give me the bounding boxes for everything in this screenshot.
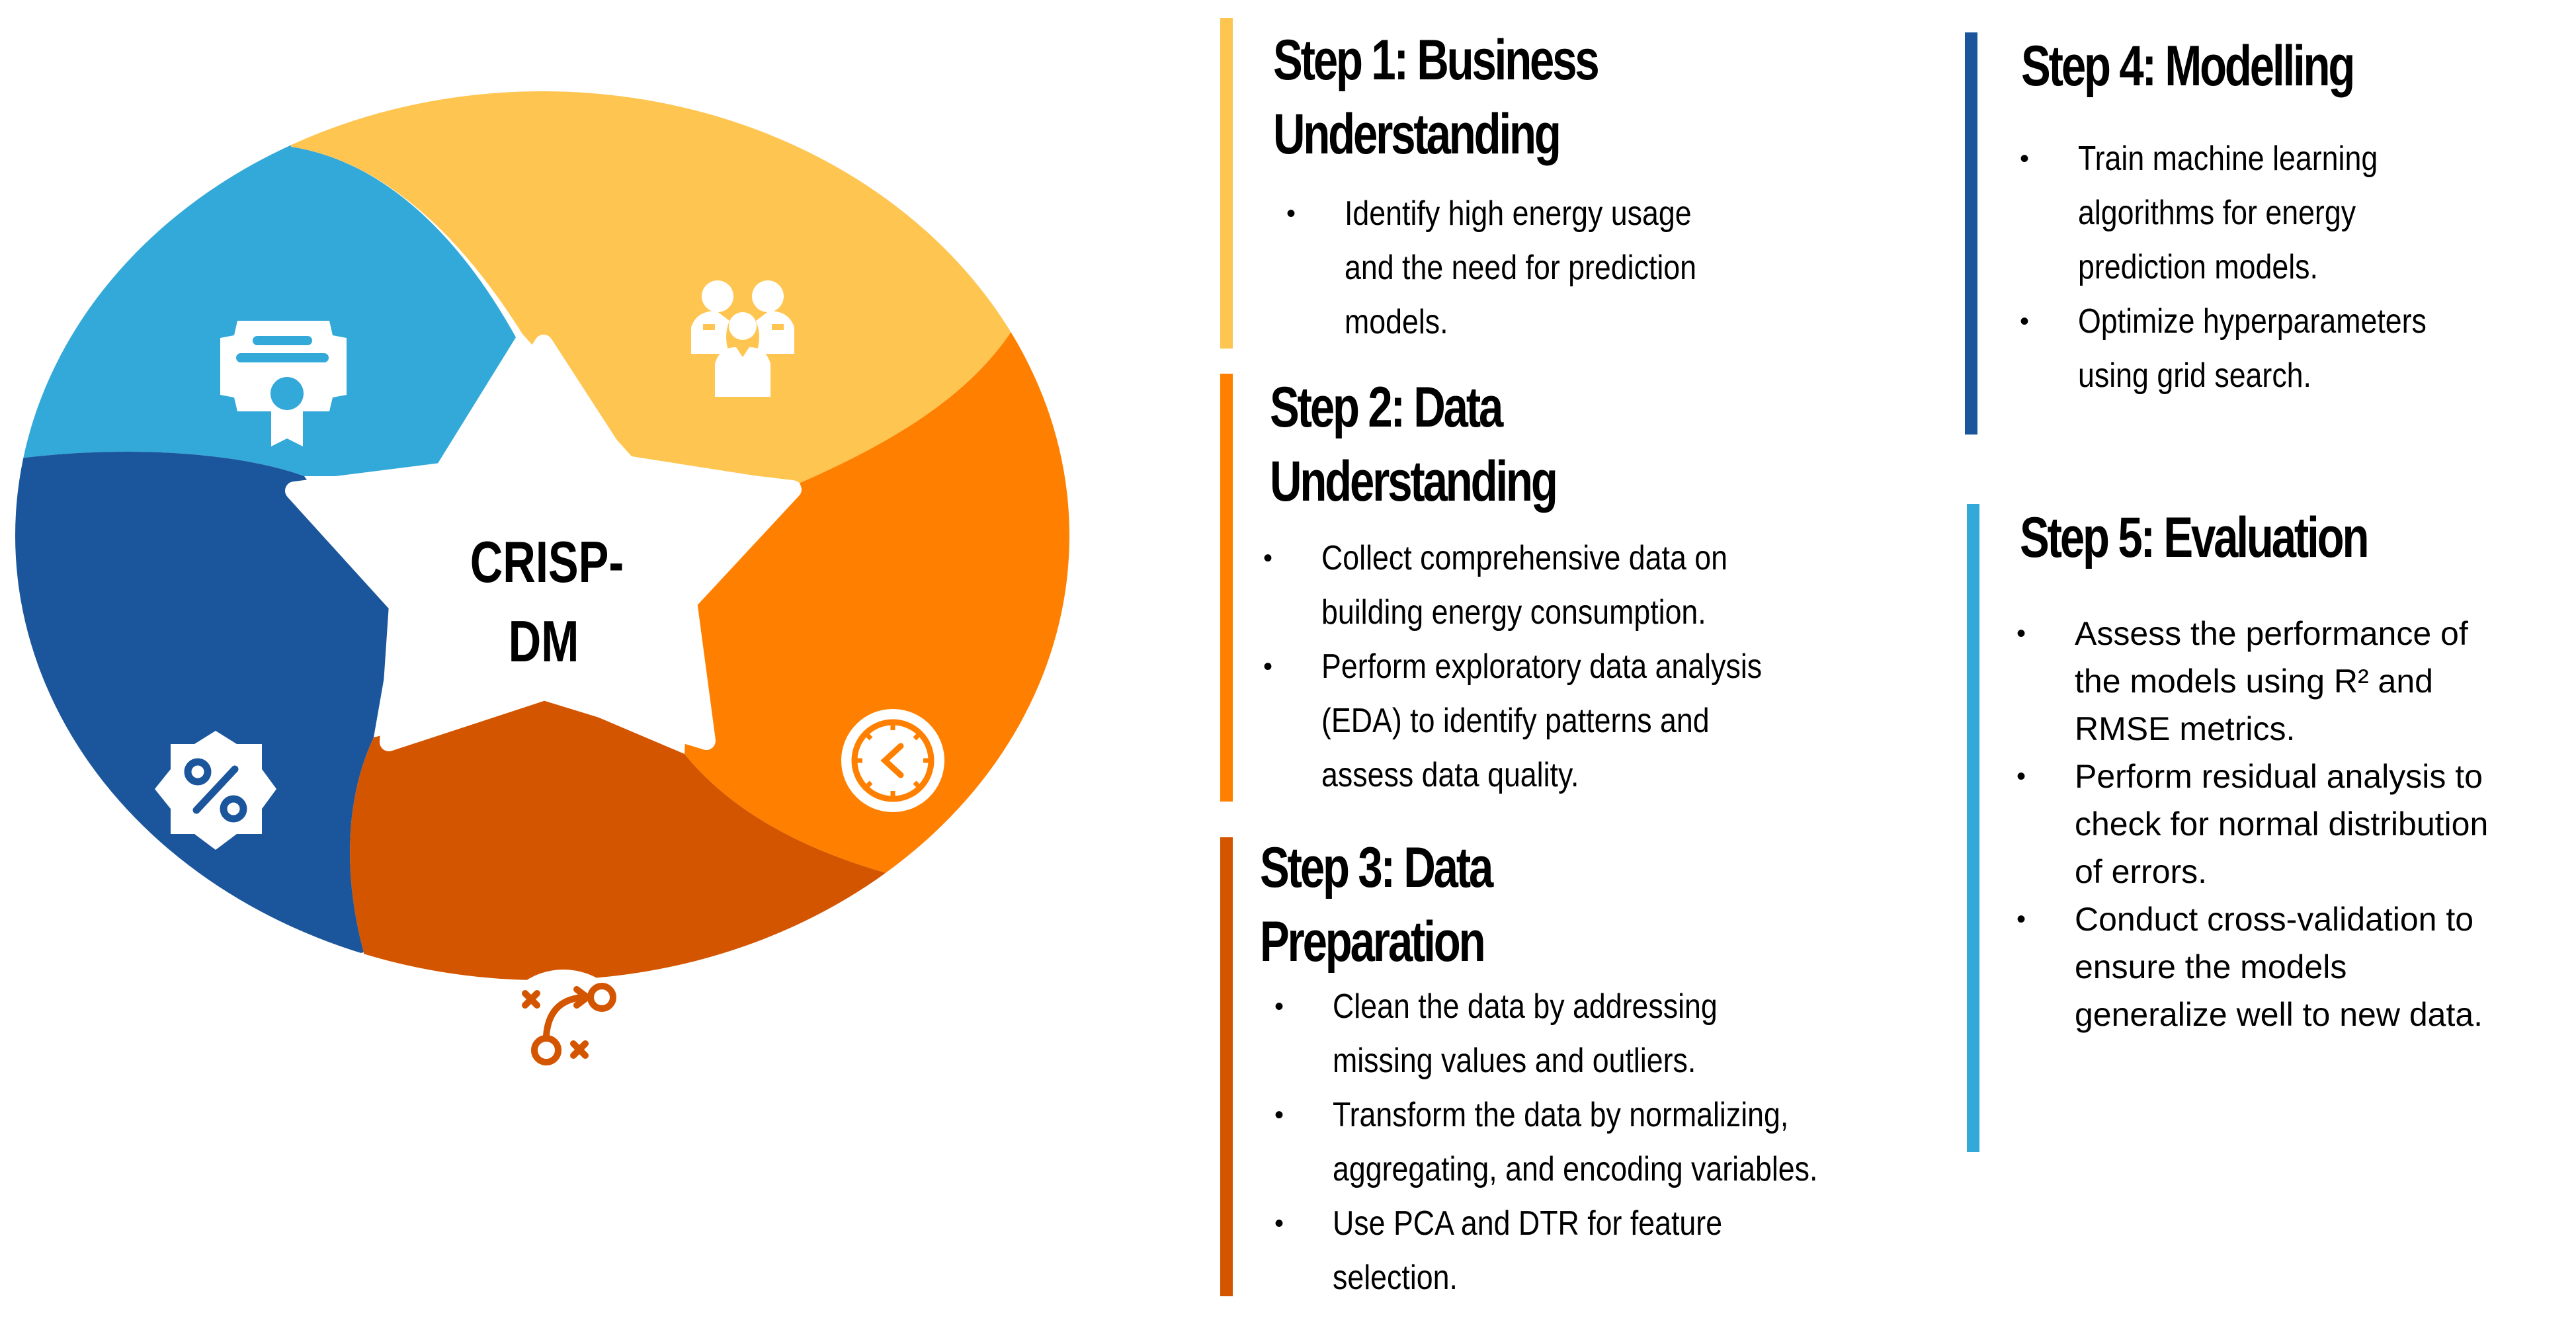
clock-icon xyxy=(841,709,944,812)
center-star xyxy=(285,335,802,751)
list-item: • Perform exploratory data analysis(EDA)… xyxy=(1263,647,1763,794)
step-5-accent-bar xyxy=(1967,504,1979,1152)
step-3-accent-bar xyxy=(1220,837,1233,1296)
crisp-dm-wheel: CRISP- DM xyxy=(15,91,1069,1078)
step-3-data-preparation: Step 3: Data Preparation • Clean the dat… xyxy=(1220,836,1981,1297)
step-1-business-understanding: Step 1: Business Understanding • Identif… xyxy=(1220,18,1915,349)
strategy-icon xyxy=(501,970,626,1078)
step-4-title: Step 4: Modelling xyxy=(2021,34,2355,98)
step-1-accent-bar xyxy=(1220,18,1233,349)
certificate-icon xyxy=(220,321,347,446)
step-2-accent-bar xyxy=(1220,374,1233,802)
percent-badge-icon xyxy=(155,731,276,850)
step-2-data-understanding: Step 2: Data Understanding • Collect com… xyxy=(1220,374,1915,802)
step-4-accent-bar xyxy=(1965,32,1977,435)
center-label-line1: CRISP- xyxy=(470,530,624,595)
team-icon xyxy=(691,280,794,397)
step-5-title: Step 5: Evaluation xyxy=(2020,506,2369,569)
center-label-line2: DM xyxy=(509,609,579,674)
step-1-title: Step 1: Business Understanding xyxy=(1273,28,1600,166)
step-5-evaluation: Step 5: Evaluation • Assess the performa… xyxy=(1967,504,2575,1152)
step-4-modelling: Step 4: Modelling • Train machine learni… xyxy=(1965,32,2573,435)
step-2-title: Step 2: Data Understanding xyxy=(1270,376,1558,513)
step-3-title: Step 3: Data Preparation xyxy=(1260,836,1493,974)
list-item: • Transform the data by normalizing,aggr… xyxy=(1274,1096,1818,1188)
